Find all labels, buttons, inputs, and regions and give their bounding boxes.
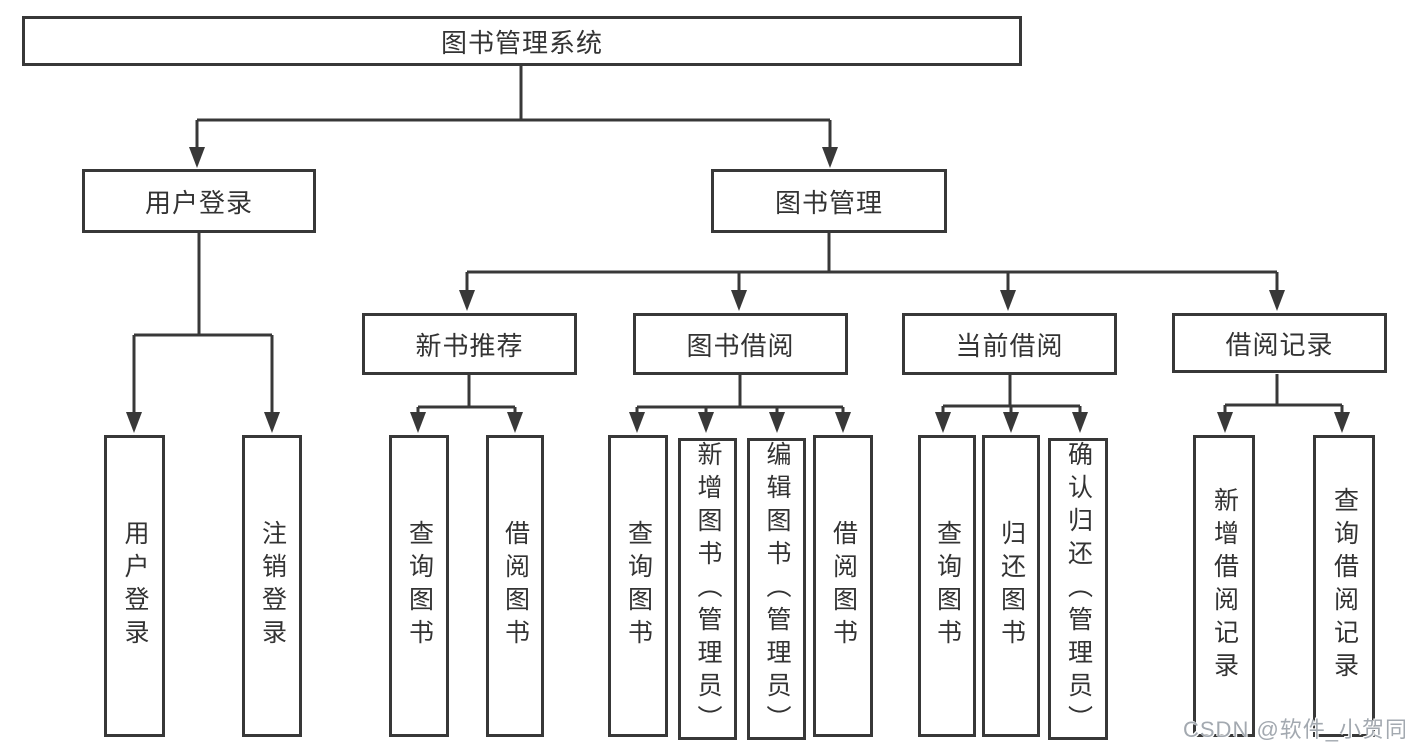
- leaf-bb-add-books-admin-label: 新增图书（管理员）: [694, 440, 722, 738]
- leaf-bb-query-books-label: 查询图书: [624, 520, 653, 652]
- leaf-nb-query-books: 查询图书: [389, 435, 449, 737]
- leaf-cb-confirm-return-admin: 确认归还（管理员）: [1048, 438, 1108, 740]
- node-book-borrowing: 图书借阅: [633, 313, 848, 375]
- node-borrowing-records: 借阅记录: [1172, 313, 1387, 373]
- leaf-br-query-record: 查询借阅记录: [1313, 435, 1375, 737]
- node-current-borrowing: 当前借阅: [902, 313, 1117, 375]
- leaf-bb-borrow-books-label: 借阅图书: [829, 520, 858, 652]
- leaf-cb-return-books: 归还图书: [982, 435, 1040, 737]
- leaf-bb-query-books: 查询图书: [608, 435, 668, 737]
- leaf-bb-borrow-books: 借阅图书: [813, 435, 873, 737]
- leaf-br-add-record-label: 新增借阅记录: [1210, 487, 1239, 685]
- node-new-book-recommend-label: 新书推荐: [415, 330, 524, 361]
- leaf-nb-borrow-books: 借阅图书: [486, 435, 544, 737]
- leaf-br-query-record-label: 查询借阅记录: [1330, 487, 1359, 685]
- node-book-management: 图书管理: [711, 169, 947, 233]
- node-current-borrowing-label: 当前借阅: [955, 330, 1064, 361]
- node-book-management-label: 图书管理: [774, 187, 883, 218]
- node-user-login: 用户登录: [82, 169, 316, 233]
- node-user-login-label: 用户登录: [144, 187, 253, 218]
- leaf-br-add-record: 新增借阅记录: [1193, 435, 1255, 737]
- leaf-cb-query-books-label: 查询图书: [933, 520, 962, 652]
- node-library-system-label: 图书管理系统: [440, 27, 603, 58]
- leaf-logout: 注销登录: [242, 435, 302, 737]
- csdn-watermark: CSDN @软件_小贺同学: [1183, 717, 1405, 742]
- leaf-bb-edit-books-admin: 编辑图书（管理员）: [747, 438, 806, 740]
- leaf-user-login-label: 用户登录: [121, 520, 149, 652]
- leaf-nb-borrow-books-label: 借阅图书: [501, 520, 530, 652]
- node-new-book-recommend: 新书推荐: [362, 313, 577, 375]
- leaf-bb-edit-books-admin-label: 编辑图书（管理员）: [763, 440, 791, 738]
- node-library-system: 图书管理系统: [22, 16, 1022, 66]
- leaf-user-login: 用户登录: [104, 435, 165, 737]
- node-borrowing-records-label: 借阅记录: [1225, 329, 1334, 360]
- leaf-bb-add-books-admin: 新增图书（管理员）: [678, 438, 737, 740]
- leaf-nb-query-books-label: 查询图书: [405, 520, 434, 652]
- leaf-cb-confirm-return-admin-label: 确认归还（管理员）: [1064, 440, 1093, 738]
- leaf-logout-label: 注销登录: [258, 520, 287, 652]
- node-book-borrowing-label: 图书借阅: [686, 330, 795, 361]
- leaf-cb-return-books-label: 归还图书: [997, 520, 1026, 652]
- leaf-cb-query-books: 查询图书: [918, 435, 976, 737]
